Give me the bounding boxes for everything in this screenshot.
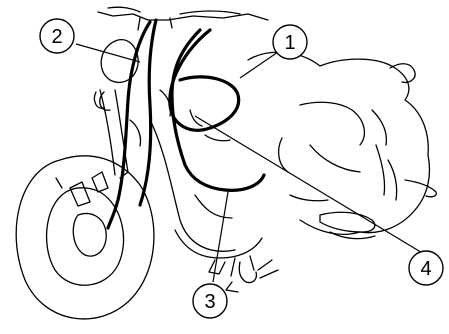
leader-line-4 [195,116,424,254]
routed-cables [108,20,264,228]
leader-line-1 [240,52,278,78]
callout-4-label: 4 [420,258,431,280]
callout-2-label: 2 [51,26,62,48]
handlebar [98,7,268,30]
callout-2: 2 [40,19,74,53]
cable-clutch [140,20,156,205]
callout-1: 1 [273,25,307,59]
side-details [130,90,230,146]
tank-seat [248,52,429,234]
leader-line-3 [213,192,228,282]
front-wheel [16,156,154,319]
callout-3: 3 [193,284,227,318]
motorcycle-outline [16,7,436,319]
callout-4: 4 [409,251,443,285]
callout-3-label: 3 [204,291,215,313]
cable-throttle-loop [170,30,239,130]
engine-frame [150,120,262,276]
callout-1-label: 1 [284,32,295,54]
rear-section [290,180,436,239]
